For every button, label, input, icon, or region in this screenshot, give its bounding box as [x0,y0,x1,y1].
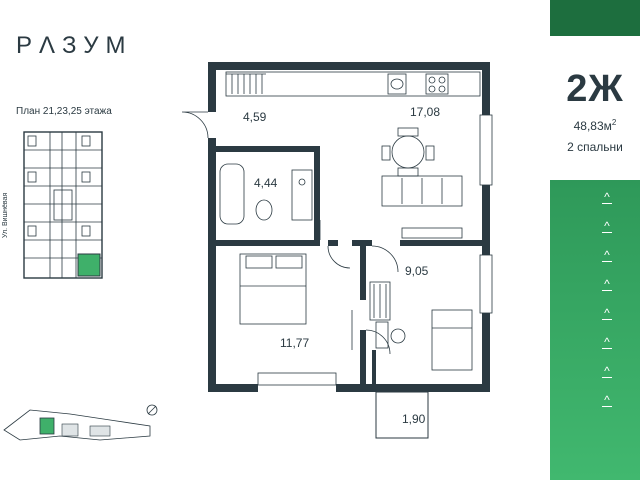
brand-logo: РΛЗУМ [16,32,133,59]
floor-marker-icon: ^ [600,190,614,204]
floor-marker-icon: ^ [600,364,614,378]
room-area-bedroom-1: 11,77 [280,336,310,350]
bedroom-count: 2 спальни [567,140,623,154]
site-mini-map [3,404,158,441]
street-label: Ул. Вишнёвая [2,192,9,238]
floor-marker-icon: ^ [600,219,614,233]
apartment-info-panel: 2Ж 48,83м2 2 спальни ^ ^ ^ ^ ^ ^ ^ ^ [550,0,640,480]
floor-marker-icon: ^ [600,393,614,407]
apartment-total-area: 48,83м2 [573,118,617,133]
room-area-balcony: 1,90 [402,412,426,426]
room-area-hall: 4,59 [243,110,267,124]
floor-caption: План 21,23,25 этажа [16,106,112,117]
panel-header-bar [550,0,640,36]
panel-info-card [550,36,640,180]
apartment-type: 2Ж [566,68,624,110]
floor-marker-icon: ^ [600,277,614,291]
room-area-bedroom-2: 9,05 [405,264,429,278]
floor-marker-icon: ^ [600,306,614,320]
room-area-kitchen-living: 17,08 [410,105,441,119]
floor-marker-icon: ^ [600,335,614,349]
floor-marker-icon: ^ [600,248,614,262]
apartment-floor-plan [181,62,493,439]
floor-mini-map [23,131,103,279]
room-area-bathroom: 4,44 [254,176,278,190]
